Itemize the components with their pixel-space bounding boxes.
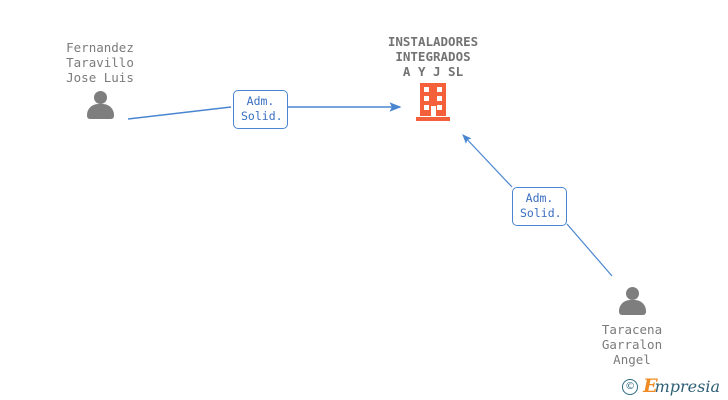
- building-window: [424, 87, 429, 92]
- edge-label-right[interactable]: Adm. Solid.: [512, 187, 567, 226]
- node-person-right[interactable]: Taracena Garralon Angel: [557, 287, 707, 367]
- node-person-left[interactable]: Fernandez Taravillo Jose Luis: [25, 40, 175, 121]
- building-window: [437, 87, 442, 92]
- building-window: [424, 105, 429, 110]
- building-door: [431, 106, 436, 116]
- brand-wordmark: Empresia: [643, 375, 720, 397]
- edge-label-left[interactable]: Adm. Solid.: [233, 90, 288, 129]
- edge-line-left: [127, 106, 232, 120]
- company-label: INSTALADORES INTEGRADOS A Y J SL: [387, 34, 479, 79]
- building-window: [424, 96, 429, 101]
- building-window: [437, 105, 442, 110]
- person-body: [87, 104, 114, 119]
- person-icon: [615, 287, 649, 317]
- building-window: [437, 96, 442, 101]
- node-company[interactable]: INSTALADORES INTEGRADOS A Y J SL: [338, 34, 528, 121]
- edge-line-right-arrow: [462, 134, 513, 188]
- building-base: [416, 117, 450, 121]
- person-head: [94, 91, 107, 104]
- brand-initial: E: [643, 375, 658, 397]
- edge-line-right: [566, 223, 613, 277]
- person-head: [626, 287, 639, 300]
- watermark-empresia: © Empresia: [622, 377, 720, 396]
- person-icon: [83, 91, 117, 121]
- person-left-label: Fernandez Taravillo Jose Luis: [66, 40, 134, 85]
- person-body: [619, 300, 646, 315]
- person-right-label: Taracena Garralon Angel: [601, 322, 663, 367]
- copyright-icon: ©: [622, 378, 639, 395]
- building-icon: [416, 83, 450, 121]
- brand-rest: mpresia: [654, 377, 720, 396]
